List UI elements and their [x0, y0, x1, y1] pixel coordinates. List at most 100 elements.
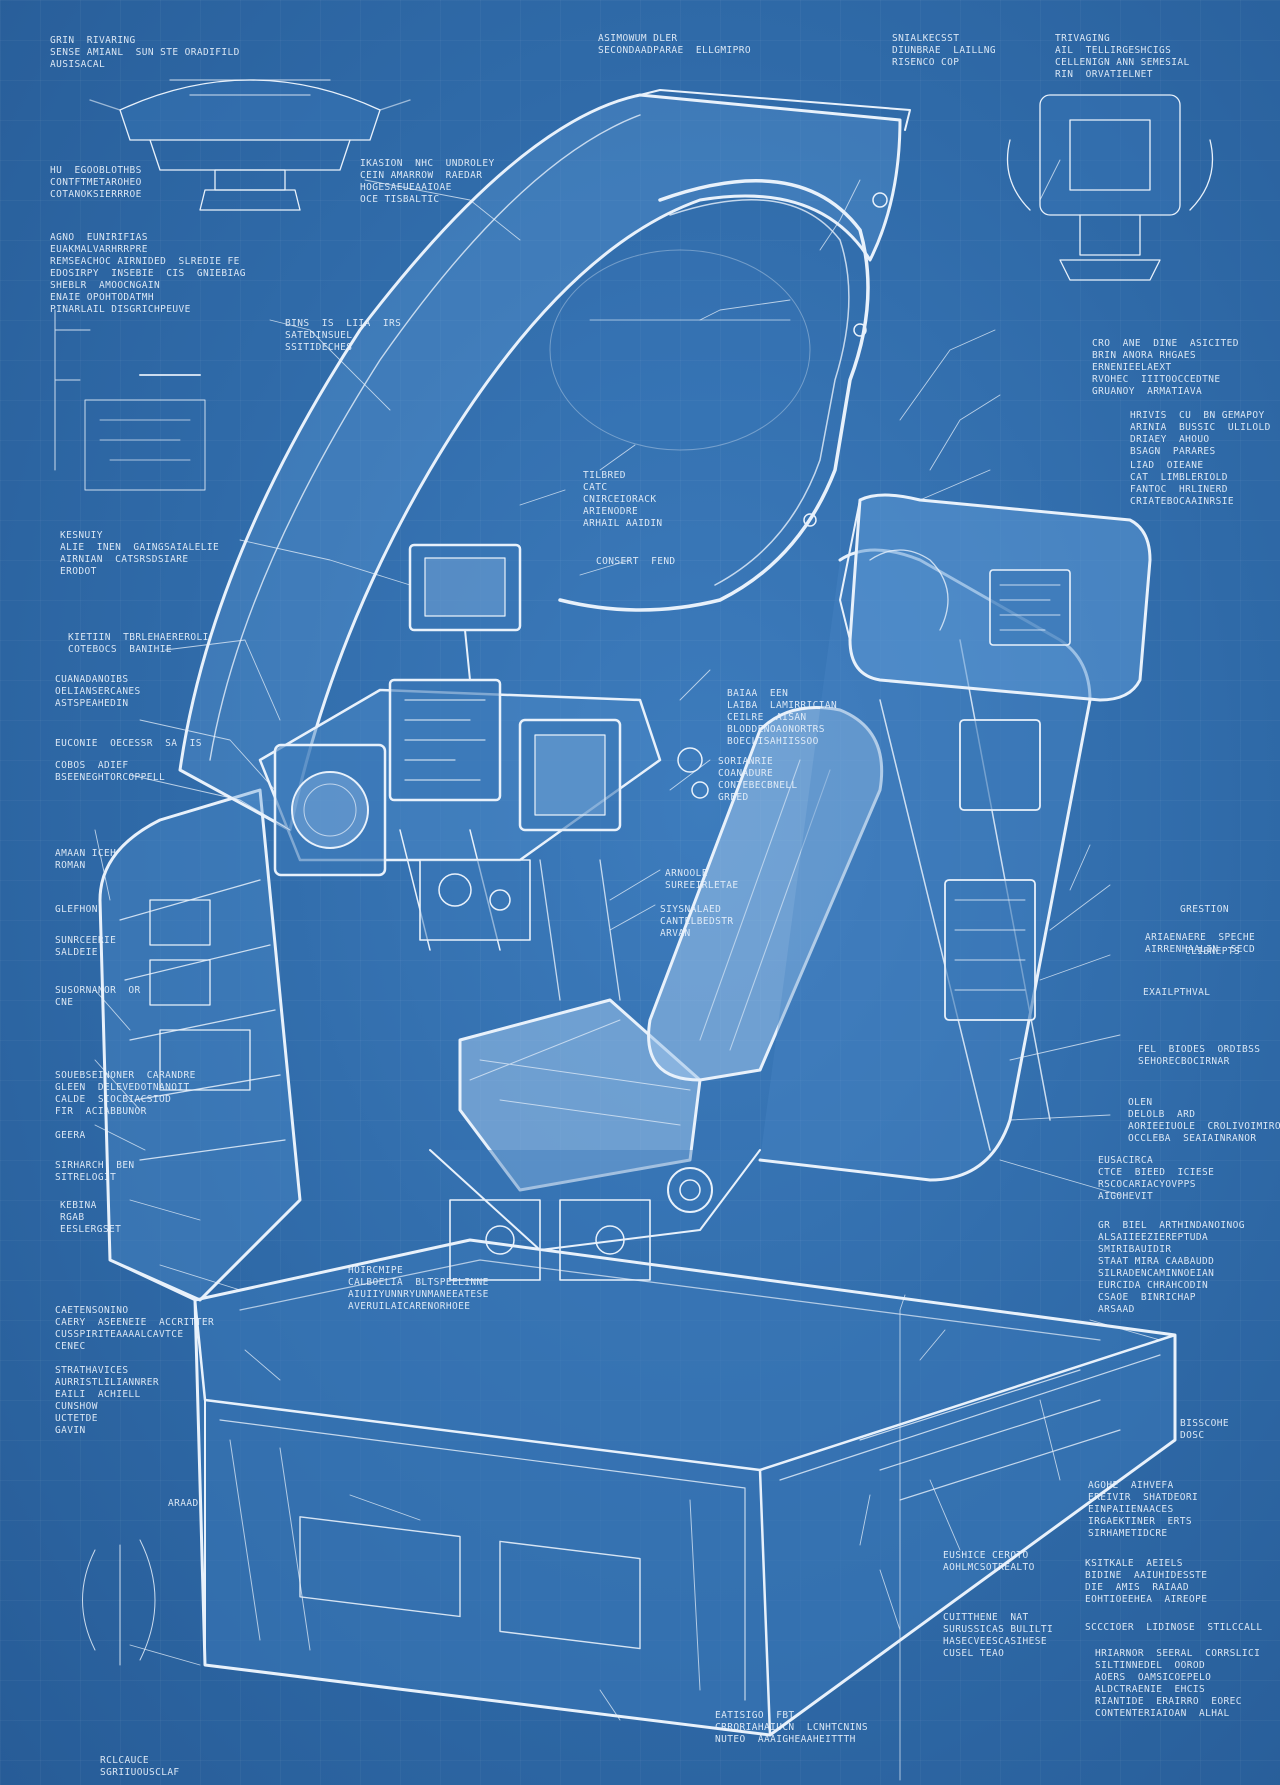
- callout-line: SEHORECBOCIRNAR: [1138, 1056, 1230, 1067]
- callout-left-6: EUCONIE OECESSR SA IS: [55, 738, 202, 750]
- cockpit-tub: [98, 788, 302, 1302]
- callout-line: COTEBOCS BANIHIE: [68, 644, 173, 655]
- callout-line: SSITIDECHES: [285, 342, 353, 353]
- callout-panel-top: CONSERT FEND: [596, 556, 676, 568]
- callout-line: RGAB: [60, 1212, 85, 1223]
- callout-line: EREIVIR SHATDEORI: [1088, 1492, 1199, 1503]
- callout-line: BRIN ANORA RHGAES: [1092, 350, 1197, 361]
- callout-line: CATC: [583, 482, 608, 493]
- callout-line: CUSEL TEAO: [943, 1648, 1005, 1659]
- callout-line: AIGOHEVIT: [1098, 1191, 1154, 1202]
- callout-line: COBOS ADIEF: [55, 760, 129, 771]
- callout-line: CAT LIMBLERIOLD: [1130, 472, 1228, 483]
- callout-line: CSAOE BINRICHAP: [1098, 1292, 1196, 1303]
- callout-line: OLEN: [1128, 1097, 1153, 1108]
- callout-line: SOUEBSEINONER CARANDRE: [55, 1070, 196, 1081]
- callout-line: RCLCAUCE: [100, 1755, 149, 1766]
- callout-line: CAETENSONINO: [55, 1305, 129, 1316]
- callout-line: LAIBA LAMIRRICIAN: [727, 700, 838, 711]
- callout-line: RISENCO COP: [892, 57, 960, 68]
- callout-line: GLEFHON: [55, 904, 98, 915]
- callout-line: HRIARNOR SEERAL CORRSLICI: [1095, 1648, 1261, 1659]
- callout-line: LIAD OIEANE: [1130, 460, 1204, 471]
- callout-line: NUTEO AAAIGHEAAHEITTTH: [715, 1734, 856, 1745]
- callout-line: ARNOOLE: [665, 868, 708, 879]
- callout-line: OCE TISBALTIC: [360, 194, 440, 205]
- callout-line: AIUIIYUNNRYUNMANEEATESE: [348, 1289, 489, 1300]
- callout-line: HRIVIS CU BN GEMAPOY: [1130, 410, 1265, 421]
- callout-line: DELOLB ARD: [1128, 1109, 1196, 1120]
- callout-line: EUCONIE OECESSR SA IS: [55, 738, 202, 749]
- callout-line: TILBRED: [583, 470, 626, 481]
- callout-line: ALIE INEN GAINGSAIALELIE: [60, 542, 220, 553]
- callout-line: CONTEBECBNELL: [718, 780, 798, 791]
- callout-line: KSITKALE AEIELS: [1085, 1558, 1183, 1569]
- callout-line: SGRIIUOUSCLAF: [100, 1767, 180, 1778]
- callout-line: AUSISACAL: [50, 59, 106, 70]
- callout-line: RIN ORVATIELNET: [1055, 69, 1153, 80]
- callout-line: CUSSPIRITEAAAALCAVTCE: [55, 1329, 184, 1340]
- callout-line: FEL BIODES ORDIBSS: [1138, 1044, 1261, 1055]
- callout-line: BAIAA EEN: [727, 688, 789, 699]
- callout-line: HASECVEESCASIHESE: [943, 1636, 1048, 1647]
- callout-line: CNIRCEIORACK: [583, 494, 657, 505]
- callout-line: SUSORNANOR OR: [55, 985, 141, 996]
- callout-line: ARINIA BUSSIC ULILOLD: [1130, 422, 1271, 433]
- callout-line: EATISIGO FBT: [715, 1710, 795, 1721]
- callout-line: BSAGN PARARES: [1130, 446, 1216, 457]
- callout-line: ASTSPEAHEDIN: [55, 698, 129, 709]
- leader-lines: [94, 159, 1161, 1781]
- callout-line: CENEC: [55, 1341, 86, 1352]
- callout-line: AIL TELLIRGESHCIGS: [1055, 45, 1172, 56]
- callout-line: ARIENODRE: [583, 506, 639, 517]
- callout-line: SMIRIBAUIDIR: [1098, 1244, 1172, 1255]
- instrument-panel: [258, 543, 709, 1001]
- callout-line: BINS IS LIIA IRS: [285, 318, 402, 329]
- callout-line: GEERA: [55, 1130, 86, 1141]
- callout-left-18: ARAAD: [168, 1498, 199, 1510]
- callout-line: CELLENIGN ANN SEMESIAL: [1055, 57, 1190, 68]
- callout-line: PINARLAIL DISGRICHPEUVE: [50, 304, 191, 315]
- callout-line: SITRELOGIT: [55, 1172, 117, 1183]
- callout-line: EINPAIIENAACES: [1088, 1504, 1174, 1515]
- callout-line: COANADURE: [718, 768, 774, 779]
- callout-line: EUSHICE CEROTO: [943, 1550, 1029, 1561]
- callout-line: REMSEACHOC AIRNIDED SLREDIE FE: [50, 256, 240, 267]
- callout-line: IRGAEKTINER ERTS: [1088, 1516, 1193, 1527]
- callout-line: CONTENTERIAIOAN ALHAL: [1095, 1708, 1230, 1719]
- callout-line: AURRISTLILIANNRER: [55, 1377, 160, 1388]
- callout-line: SATEDINSUEL: [285, 330, 353, 341]
- callout-line: AMAAN ICEH: [55, 848, 117, 859]
- callout-line: AVERUILAICARENORHOEE: [348, 1301, 471, 1312]
- callout-line: ARSAAD: [1098, 1304, 1135, 1315]
- callout-line: EOHTIOEEHEA AIREOPE: [1085, 1594, 1208, 1605]
- callout-line: EAILI ACHIELL: [55, 1389, 141, 1400]
- callout-line: IKASION NHC UNDROLEY: [360, 158, 495, 169]
- callout-line: ROMAN: [55, 860, 86, 871]
- callout-line: AOERS OAMSICOEPELO: [1095, 1672, 1212, 1683]
- seat-cushion: [429, 998, 761, 1281]
- callout-line: SILTINNEDEL OOROD: [1095, 1660, 1206, 1671]
- callout-line: ARAAD: [168, 1498, 199, 1509]
- callout-line: SUNRCEERIE: [55, 935, 117, 946]
- callout-line: HOIRCMIPE: [348, 1265, 404, 1276]
